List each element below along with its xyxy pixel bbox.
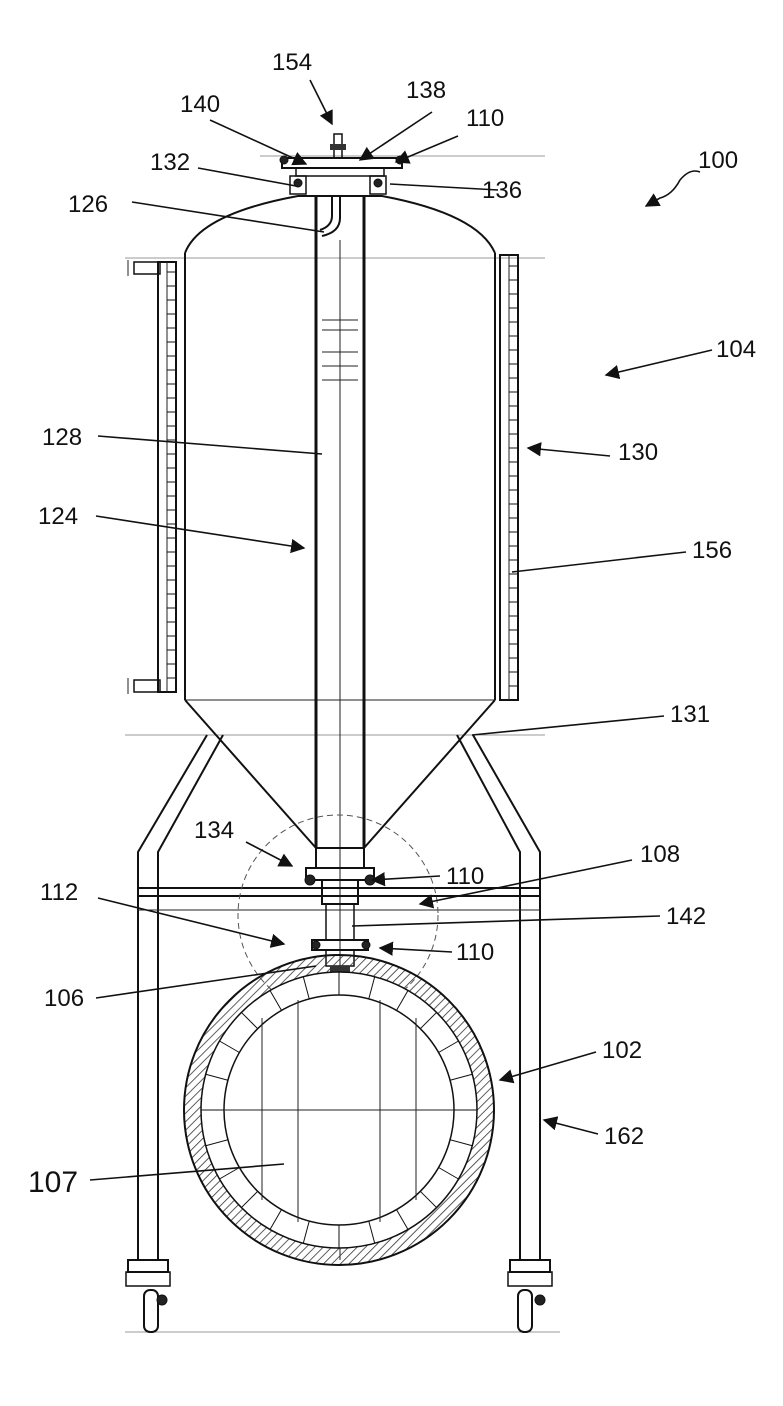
- barrel: [184, 955, 494, 1265]
- label-107: 107: [28, 1166, 78, 1199]
- right-sight-glass: [500, 255, 518, 700]
- label-136: 136: [482, 177, 522, 204]
- label-112: 112: [40, 879, 78, 906]
- label-108: 108: [640, 841, 680, 868]
- label-104: 104: [716, 336, 756, 363]
- label-142: 142: [666, 903, 706, 930]
- left-caster: [126, 1260, 170, 1332]
- label-134: 134: [194, 817, 234, 844]
- label-124: 124: [38, 503, 78, 530]
- label-110-low: 110: [456, 939, 494, 966]
- label-140: 140: [180, 91, 220, 118]
- top-lid-assembly: [280, 134, 404, 236]
- label-106: 106: [44, 985, 84, 1012]
- label-162: 162: [604, 1123, 644, 1150]
- label-102: 102: [602, 1037, 642, 1064]
- label-156: 156: [692, 537, 732, 564]
- label-126: 126: [68, 191, 108, 218]
- label-110-top: 110: [466, 105, 504, 132]
- left-sight-glass: [128, 260, 176, 694]
- label-132: 132: [150, 149, 190, 176]
- label-154: 154: [272, 49, 312, 76]
- label-128: 128: [42, 424, 82, 451]
- right-caster: [508, 1260, 552, 1332]
- label-138: 138: [406, 77, 446, 104]
- label-131: 131: [670, 701, 710, 728]
- label-130: 130: [618, 439, 658, 466]
- label-100: 100: [698, 147, 738, 174]
- label-110-mid: 110: [446, 863, 484, 890]
